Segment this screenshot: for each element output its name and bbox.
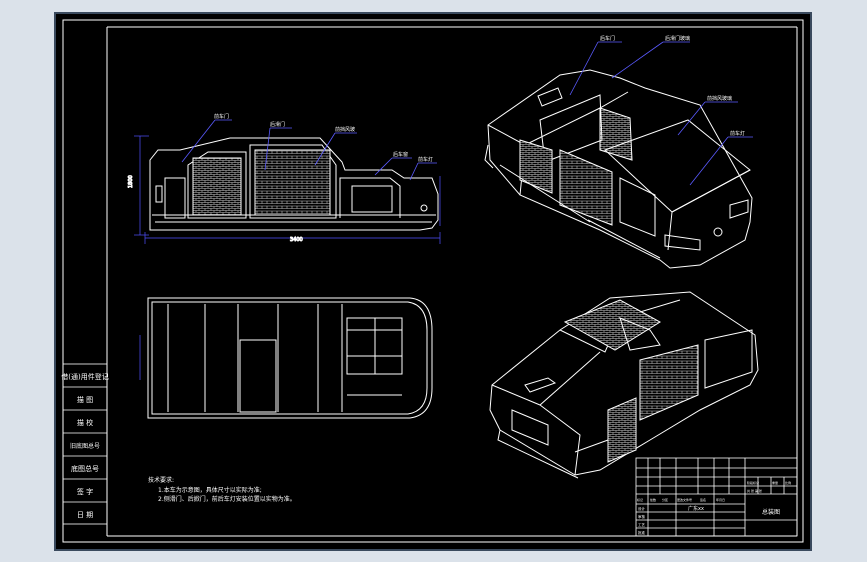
role-label-2: 工艺 bbox=[638, 522, 646, 527]
isometric-view-rear bbox=[489, 291, 759, 479]
row-label-0: 标记 bbox=[637, 497, 643, 502]
sidebar-row-4: 底图总号 bbox=[71, 464, 99, 473]
top-plan-view bbox=[139, 297, 433, 419]
tech-notes-title: 技术要求: bbox=[148, 476, 174, 484]
drawing-sheet bbox=[54, 12, 812, 551]
callout-side-0: 前车门 bbox=[214, 113, 229, 120]
row-label-3: 更改文件号 bbox=[677, 497, 692, 502]
title-block-text: 广东xx 总装图 标记 处数 分区 更改文件号 签名 年月日 设计 审核 工艺 … bbox=[637, 480, 791, 535]
callout-iso-2: 前挡风玻璃 bbox=[707, 95, 732, 102]
drawing-name: 总装图 bbox=[762, 508, 780, 516]
row-label-4: 签名 bbox=[700, 497, 706, 502]
callout-side-1: 后滑门 bbox=[270, 121, 285, 128]
sidebar-registration-table: 借(通)用件登记 描 图 描 校 旧底图总号 底图总号 签 字 日 期 bbox=[61, 363, 109, 525]
row-label-5: 年月日 bbox=[716, 497, 725, 502]
isometric-view-front bbox=[484, 69, 753, 269]
title-block-logo: 广东xx bbox=[688, 505, 704, 512]
role-label-0: 设计 bbox=[638, 506, 646, 511]
tech-note-line-2: 2.侧滑门、后掀门，前后车灯安装位置以实物为准。 bbox=[158, 495, 296, 503]
stage-label-0: 阶段标记 bbox=[747, 480, 759, 485]
iso-view-callouts: 后车门 后滑门玻璃 前挡风玻璃 前车灯 bbox=[569, 35, 753, 186]
sidebar-row-1: 描 图 bbox=[77, 395, 93, 404]
technical-requirements: 技术要求: 1.本车为示意图，具体尺寸以实际为准; 2.侧滑门、后掀门，前后车灯… bbox=[148, 476, 296, 503]
side-view-callouts: 前车门 后滑门 前挡风玻 后车窗 前车灯 bbox=[181, 113, 437, 181]
row-label-2: 分区 bbox=[662, 497, 668, 502]
dimension-height: 1800 bbox=[128, 175, 134, 188]
role-label-1: 审核 bbox=[638, 514, 646, 519]
sidebar-row-2: 描 校 bbox=[77, 418, 93, 427]
callout-iso-0: 后车门 bbox=[600, 35, 615, 42]
dimension-lines bbox=[134, 135, 441, 244]
row-label-1: 处数 bbox=[650, 497, 656, 502]
side-elevation-view: 1800 3400 bbox=[128, 135, 441, 244]
tech-note-line-1: 1.本车为示意图，具体尺寸以实际为准; bbox=[158, 486, 262, 494]
inner-frame bbox=[62, 19, 804, 543]
callout-side-3: 后车窗 bbox=[393, 151, 408, 158]
dimension-length: 3400 bbox=[290, 237, 303, 243]
role-label-3: 批准 bbox=[638, 530, 646, 535]
sidebar-row-3: 旧底图总号 bbox=[70, 442, 100, 450]
callout-side-4: 前车灯 bbox=[418, 156, 433, 163]
stage-label-1: 重量 bbox=[772, 480, 778, 485]
callout-side-2: 前挡风玻 bbox=[335, 126, 355, 133]
callout-iso-3: 前车灯 bbox=[730, 130, 745, 137]
title-block bbox=[635, 457, 798, 537]
sidebar-row-0: 借(通)用件登记 bbox=[61, 372, 108, 381]
stage-label-2: 比例 bbox=[785, 480, 791, 485]
sidebar-row-5: 签 字 bbox=[77, 487, 93, 496]
sheet-label: 共 张 第 张 bbox=[747, 488, 762, 493]
callout-iso-1: 后滑门玻璃 bbox=[665, 35, 690, 42]
sidebar-row-6: 日 期 bbox=[77, 511, 93, 519]
